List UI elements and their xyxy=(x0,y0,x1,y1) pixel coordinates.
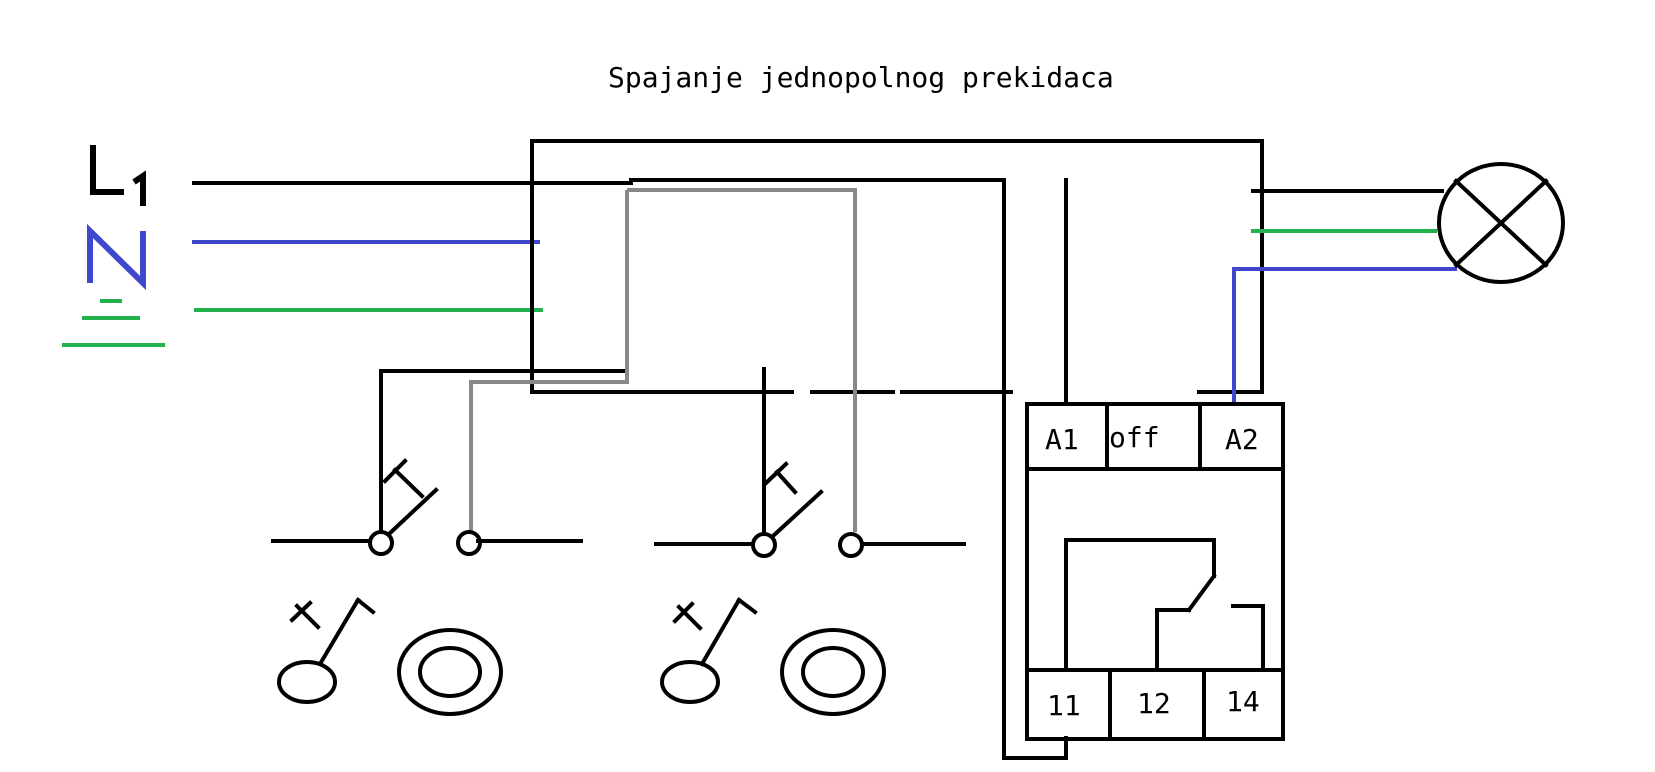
impulse-relay xyxy=(1025,402,1285,741)
button-2-return xyxy=(627,188,857,532)
relay-terminal-12: 12 xyxy=(1137,687,1171,720)
pushbutton-symbol xyxy=(277,597,376,704)
relay-terminal-14: 14 xyxy=(1226,685,1260,718)
relay-A2-to-lamp-wire xyxy=(1232,267,1457,404)
relay-terminal-11: 11 xyxy=(1047,689,1081,722)
phase-to-relay-11 xyxy=(629,178,1068,760)
earth-symbol xyxy=(62,299,165,347)
relay-terminal-A1: A1 xyxy=(1045,423,1079,456)
lamp-icon xyxy=(1437,162,1565,284)
relay-terminal-A2: A2 xyxy=(1225,423,1259,456)
button-1-return xyxy=(469,190,629,532)
button-face-icon xyxy=(780,628,886,716)
button-face-icon xyxy=(397,628,503,716)
pushbutton-2 xyxy=(654,461,966,558)
neutral-N-symbol xyxy=(87,223,146,291)
button-1-feed xyxy=(379,369,625,534)
pushbutton-1 xyxy=(271,458,583,556)
pushbutton-symbol xyxy=(660,597,758,704)
diagram-title: Spajanje jednopolnog prekidaca xyxy=(608,61,1114,94)
junction-box xyxy=(530,139,1264,394)
phase-L1-symbol xyxy=(90,145,146,206)
relay-terminal-off: off xyxy=(1109,421,1160,454)
